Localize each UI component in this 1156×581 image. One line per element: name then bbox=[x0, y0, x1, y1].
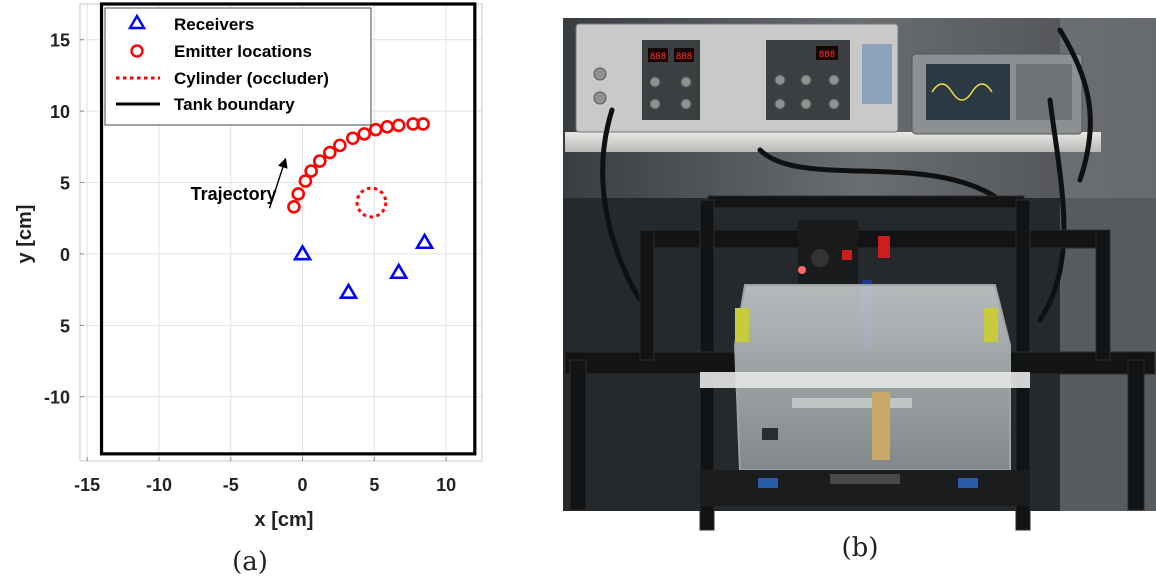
x-tick-label: -5 bbox=[223, 475, 239, 495]
y-tick-labels: 15 10 5 0 5 -10 bbox=[44, 31, 84, 408]
legend-receivers-label: Receivers bbox=[174, 15, 254, 34]
cables bbox=[600, 27, 1093, 323]
emitter-point bbox=[345, 131, 360, 146]
x-tick-label: -15 bbox=[74, 475, 100, 495]
x-tick-label: 10 bbox=[436, 475, 456, 495]
receiver-series bbox=[292, 232, 435, 300]
emitter-series bbox=[287, 117, 430, 214]
emitter-point bbox=[391, 118, 406, 133]
legend-emitter-label: Emitter locations bbox=[174, 42, 312, 61]
x-tick-label: 0 bbox=[298, 475, 308, 495]
signal-instrument: 888 888 888 bbox=[575, 23, 899, 133]
instrument-display-3 bbox=[816, 46, 838, 60]
emitter-point bbox=[287, 199, 301, 214]
instrument-display-1-text: 888 bbox=[650, 52, 666, 62]
panel-b-caption: (b) bbox=[842, 533, 879, 563]
x-tick-labels: -15 -10 -5 0 5 10 bbox=[74, 457, 456, 495]
function-generator bbox=[911, 53, 1083, 135]
y-tick-label: 15 bbox=[50, 31, 70, 51]
emitter-point bbox=[323, 145, 337, 160]
emitter-point bbox=[291, 187, 306, 201]
receiver-point bbox=[388, 262, 409, 280]
generator-screen bbox=[926, 64, 1010, 120]
legend-tank-label: Tank boundary bbox=[174, 95, 295, 114]
receiver-point bbox=[338, 282, 359, 300]
y-axis-label: y [cm] bbox=[14, 205, 36, 264]
cylinder-occluder bbox=[355, 186, 388, 219]
emitter-point bbox=[312, 154, 327, 168]
trajectory-annotation: Trajectory bbox=[191, 157, 288, 209]
trajectory-arrow bbox=[268, 157, 288, 209]
photo-panel: 888 888 888 bbox=[563, 18, 1156, 531]
legend-receivers-marker bbox=[127, 13, 147, 30]
shelf bbox=[565, 132, 1101, 152]
trajectory-label: Trajectory bbox=[191, 184, 277, 204]
instrument-display-3-text: 888 bbox=[819, 50, 835, 60]
y-tick-label: 10 bbox=[50, 102, 70, 122]
instrument-display-2 bbox=[674, 48, 694, 62]
x-axis-label: x [cm] bbox=[255, 509, 314, 531]
y-tick-label: -10 bbox=[44, 388, 70, 408]
chart-panel: -15 -10 -5 0 5 10 15 10 5 0 5 -10 x [cm] y [cm] Tr… bbox=[14, 2, 483, 531]
emitter-point bbox=[416, 117, 430, 131]
panel-a-caption: (a) bbox=[232, 547, 268, 577]
tank-boundary bbox=[99, 2, 477, 456]
emitter-point bbox=[298, 174, 313, 188]
legend: Receivers Emitter locations Cylinder (oc… bbox=[104, 7, 372, 126]
y-tick-label: 5 bbox=[60, 316, 70, 336]
instrument-display-1 bbox=[648, 48, 668, 62]
legend-emitter-marker bbox=[130, 44, 144, 58]
x-tick-label: -10 bbox=[146, 475, 172, 495]
instrument-display-2-text: 888 bbox=[676, 52, 692, 62]
y-tick-label: 0 bbox=[60, 245, 70, 265]
emitter-point bbox=[333, 138, 347, 153]
receiver-point bbox=[292, 243, 313, 261]
receiver-point bbox=[414, 232, 435, 250]
x-tick-label: 5 bbox=[369, 475, 379, 495]
printer-base bbox=[700, 470, 1030, 506]
emitter-point bbox=[304, 164, 318, 178]
emitter-point bbox=[357, 127, 372, 141]
y-tick-label: 5 bbox=[60, 174, 70, 194]
water-tank bbox=[700, 284, 1030, 471]
legend-cylinder-label: Cylinder (occluder) bbox=[174, 69, 329, 88]
